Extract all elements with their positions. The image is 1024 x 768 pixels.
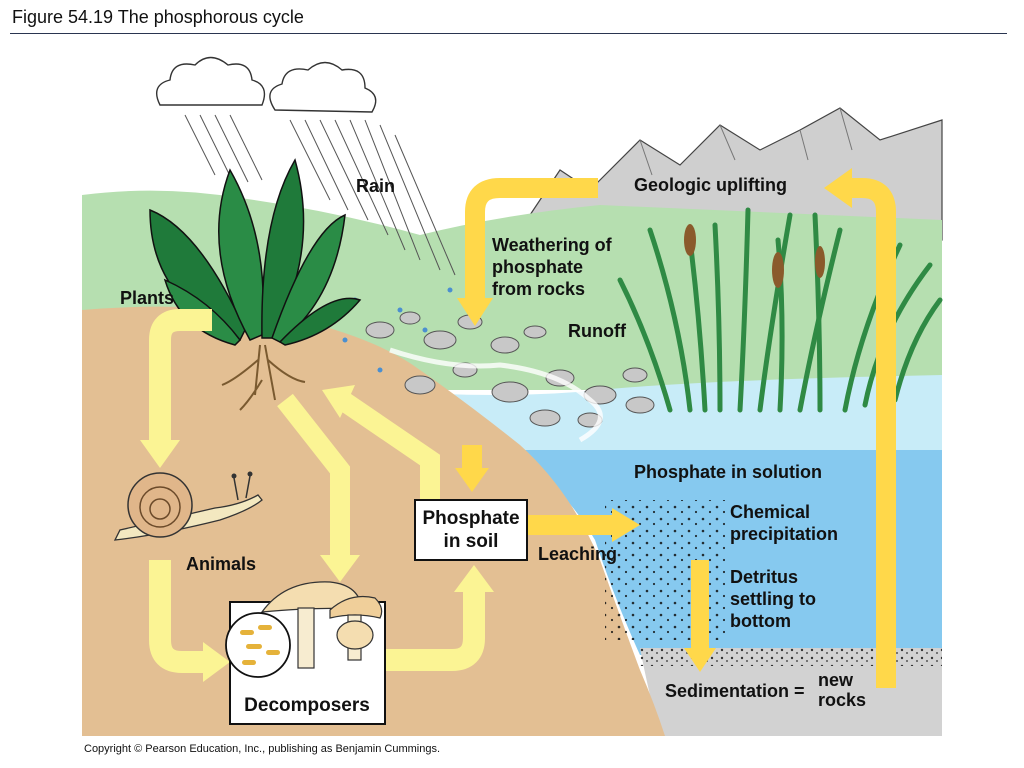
label-phosphate-soil-2: in soil xyxy=(444,531,499,552)
label-detritus-2: settling to xyxy=(730,589,816,609)
cycle-arrows xyxy=(140,168,896,688)
rain-icon xyxy=(184,114,456,276)
label-chemical-2: precipitation xyxy=(730,524,838,544)
label-runoff: Runoff xyxy=(568,321,627,341)
snail-icon xyxy=(113,471,263,541)
label-rain: Rain xyxy=(356,176,395,196)
label-animals: Animals xyxy=(186,554,256,574)
runoff-rocks xyxy=(365,311,655,428)
copyright-notice: Copyright © Pearson Education, Inc., pub… xyxy=(84,743,441,755)
label-geologic-uplifting: Geologic uplifting xyxy=(634,175,787,195)
soil xyxy=(82,306,665,736)
figure-title: Figure 54.19 The phosphorous cycle xyxy=(12,7,304,27)
label-decomposers: Decomposers xyxy=(244,695,370,716)
phosphate-soil-box xyxy=(414,499,528,561)
label-phosphate-soil-1: Phosphate xyxy=(422,508,519,529)
label-weathering-1: Weathering of xyxy=(492,235,613,255)
plant-icon xyxy=(149,158,362,411)
arrow-weathering xyxy=(465,178,598,300)
bacteria-circle xyxy=(225,612,291,678)
arrow-plants-to-decomposers xyxy=(277,393,350,560)
label-plants: Plants xyxy=(120,288,174,308)
arrow-uplift xyxy=(850,178,896,688)
label-chemical-1: Chemical xyxy=(730,502,810,522)
sediment-bed xyxy=(640,648,942,736)
scene-background xyxy=(82,107,943,736)
arrow-decomposers-to-soil xyxy=(385,590,485,671)
label-leaching: Leaching xyxy=(538,544,617,564)
title-rule xyxy=(10,33,1007,34)
stream xyxy=(389,347,603,443)
cattail-heads xyxy=(684,224,825,288)
cloud-icon xyxy=(156,56,377,113)
label-new-rocks-1: new xyxy=(818,670,854,690)
mushroom-icon xyxy=(260,581,383,669)
label-detritus-3: bottom xyxy=(730,611,791,631)
arrow-soil-to-plants xyxy=(339,393,440,510)
label-new-rocks-2: rocks xyxy=(818,690,866,710)
label-phosphate-in-solution: Phosphate in solution xyxy=(634,462,822,482)
label-weathering-3: from rocks xyxy=(492,279,585,299)
arrow-animals-to-decomposers xyxy=(149,560,205,673)
label-weathering-2: phosphate xyxy=(492,257,583,277)
label-detritus-1: Detritus xyxy=(730,567,798,587)
label-sedimentation: Sedimentation = xyxy=(665,681,805,701)
arrow-plants-to-animals xyxy=(149,309,212,445)
